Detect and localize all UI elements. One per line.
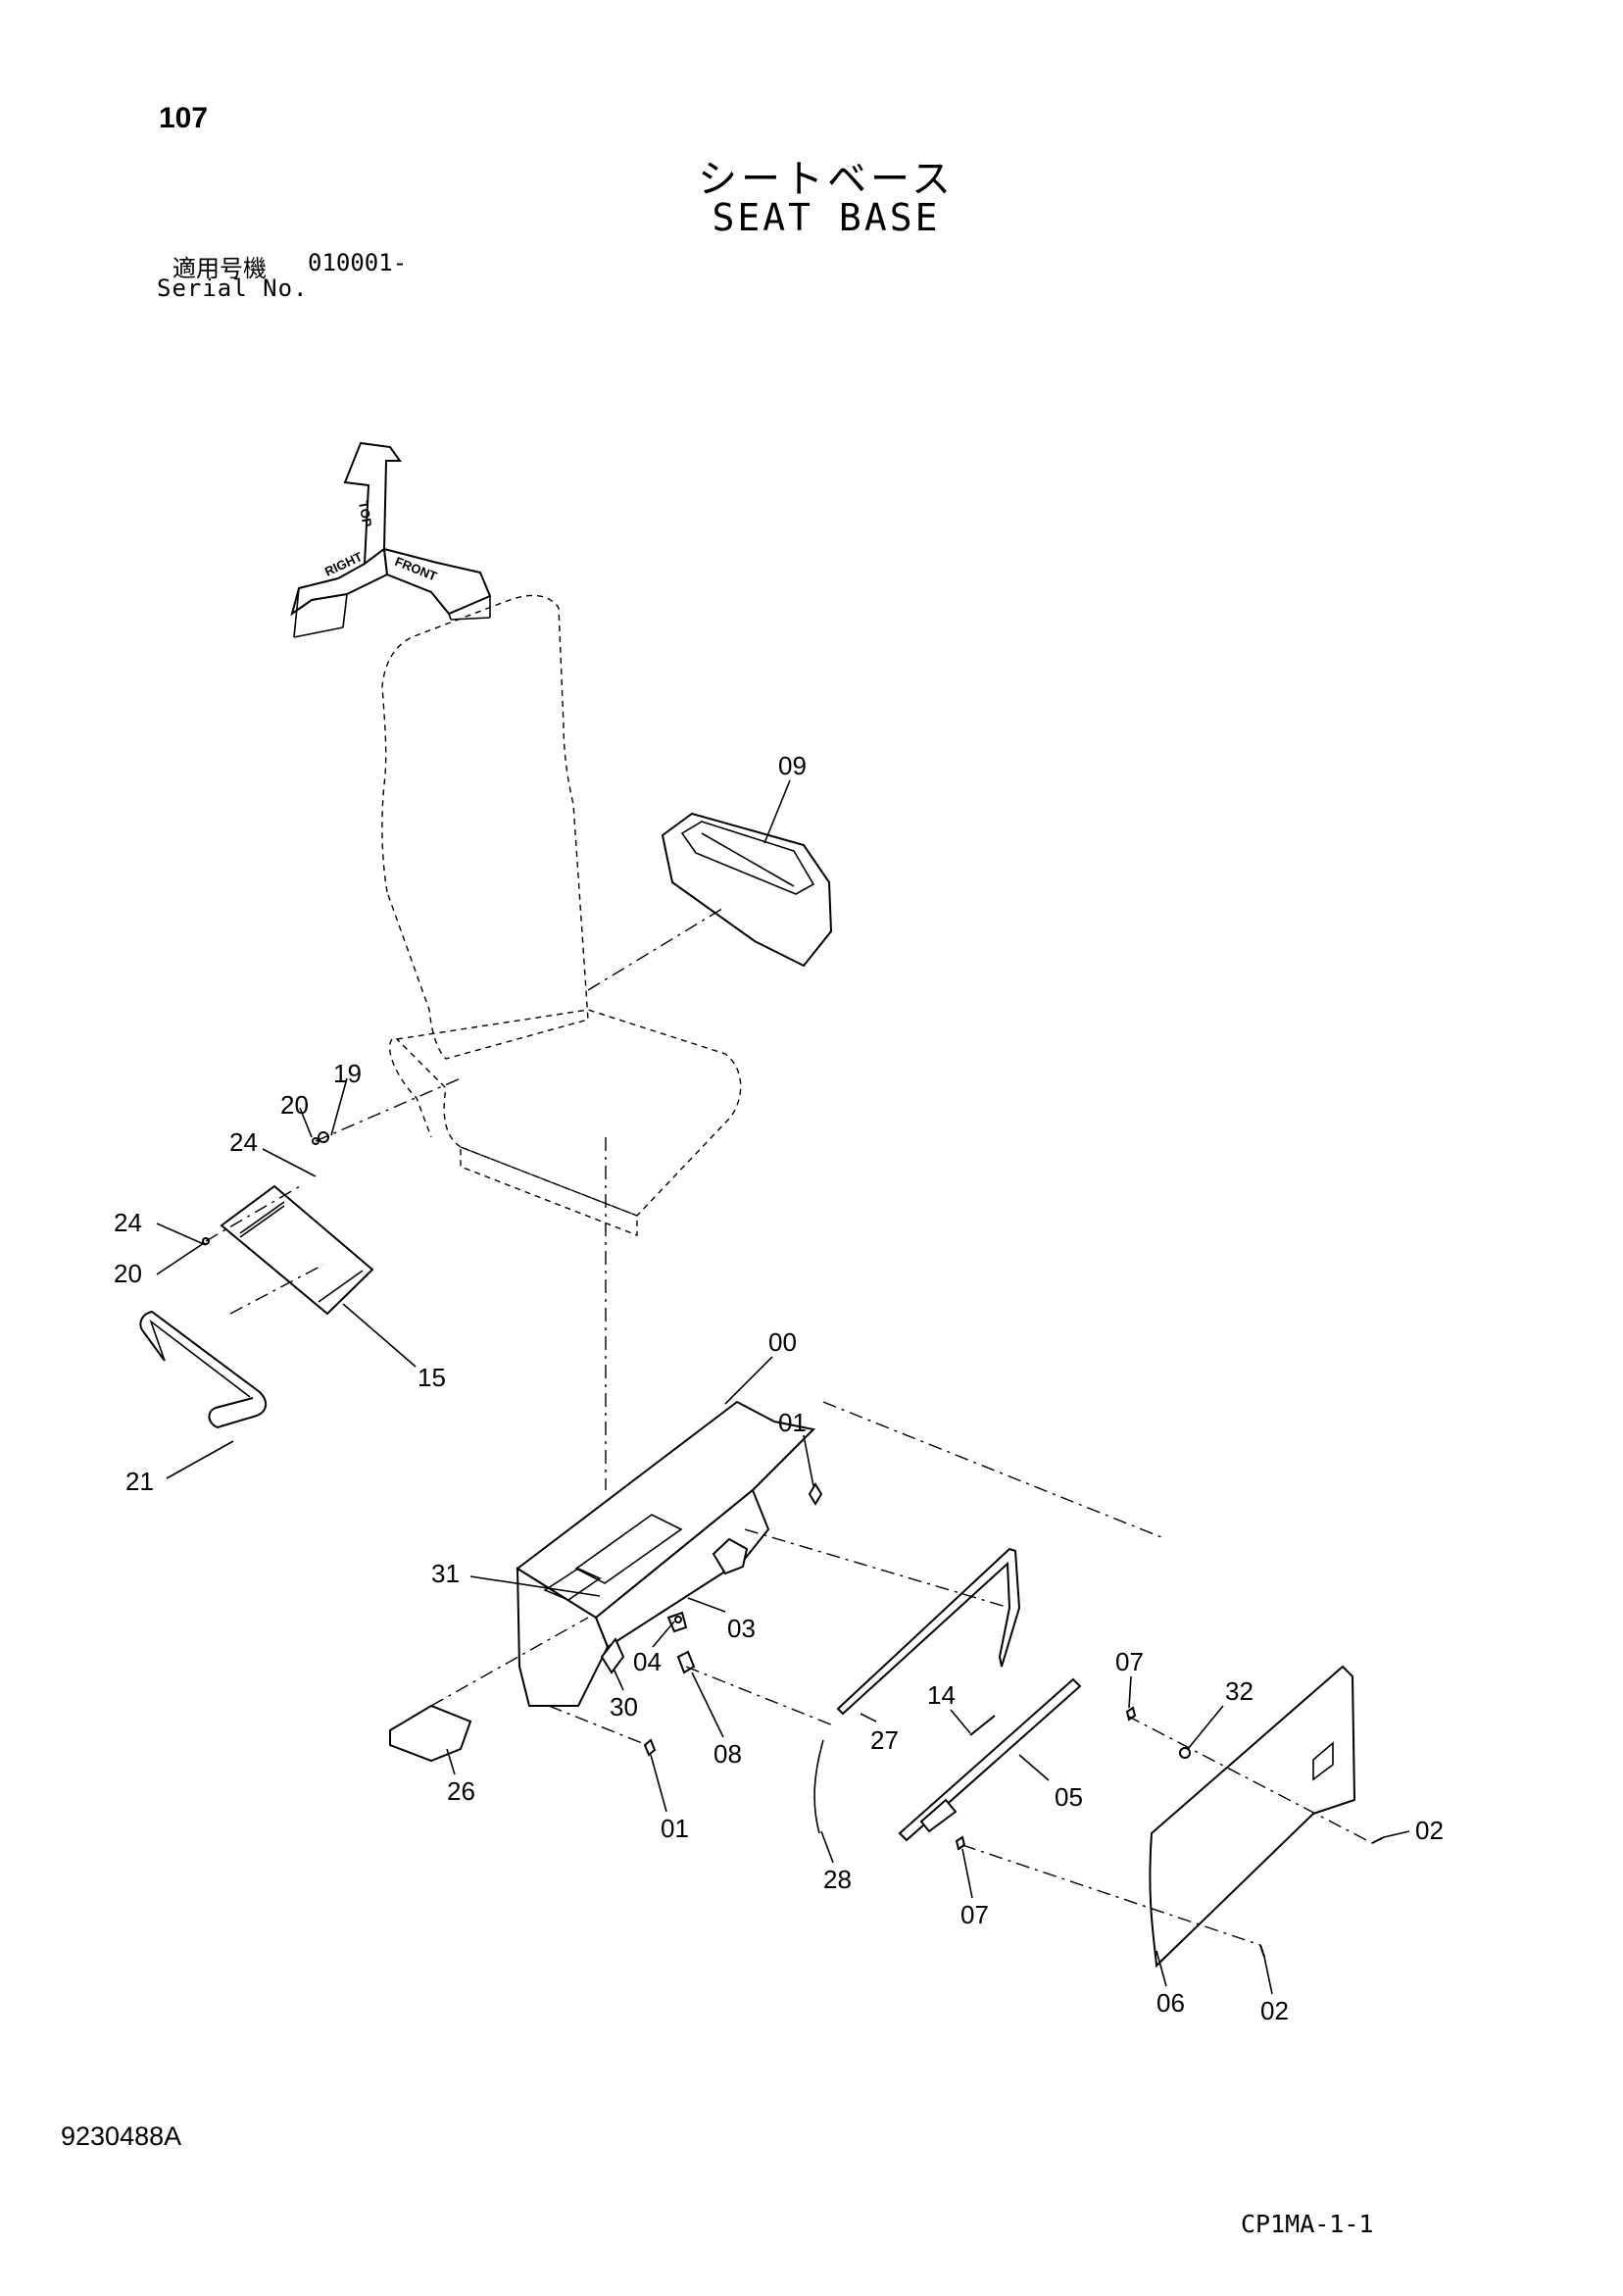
title-japanese: シートベース: [698, 157, 955, 202]
callout-24-lower: 24: [114, 1208, 142, 1237]
callout-00: 00: [768, 1327, 797, 1357]
callout-04: 04: [633, 1647, 662, 1676]
orientation-top-label: TOP: [356, 500, 374, 528]
callout-07-upper: 07: [1115, 1647, 1144, 1676]
weather-strip: [836, 1547, 1021, 1716]
serial-label-english: Serial No.: [157, 275, 309, 302]
callout-26: 26: [447, 1776, 475, 1806]
leader-lines: [156, 779, 1410, 1995]
callout-32: 32: [1225, 1676, 1254, 1706]
callout-06: 06: [1156, 1988, 1185, 2018]
bolt-01-lower: [643, 1738, 657, 1757]
serial-number: 010001-: [308, 249, 408, 276]
u-hook: [139, 1310, 268, 1429]
callout-27: 27: [870, 1725, 899, 1755]
nut-08: [676, 1650, 696, 1674]
washer-04: [674, 1616, 682, 1623]
callout-02-right: 02: [1415, 1816, 1444, 1845]
callout-05: 05: [1055, 1782, 1083, 1812]
callout-08: 08: [713, 1739, 742, 1769]
callout-15: 15: [418, 1363, 446, 1392]
serial-label-japanese: 適用号機: [172, 255, 267, 282]
mounting-plate: [220, 1184, 374, 1316]
bolt-07-lower: [955, 1835, 966, 1851]
bracket-30: [600, 1637, 625, 1674]
callout-labels: 09 19 20 24 24 20 15 21 00 01 31 03 04 3…: [114, 751, 1444, 2025]
grommet-32: [1179, 1747, 1191, 1759]
callout-03: 03: [727, 1614, 756, 1643]
page-number: 107: [159, 102, 209, 134]
screw-02-right: [1371, 1836, 1385, 1844]
bolt-01-upper: [808, 1482, 823, 1506]
callout-02-lower: 02: [1260, 1996, 1289, 2025]
callout-14: 14: [927, 1680, 956, 1710]
seat-phantom-outline: [381, 594, 742, 1237]
callout-31: 31: [431, 1559, 460, 1588]
seat-base-frame: [516, 1400, 816, 1707]
callout-28: 28: [823, 1865, 852, 1894]
callout-19: 19: [333, 1059, 362, 1088]
document-code: 9230488A: [61, 2121, 182, 2151]
callout-01-lower: 01: [661, 1814, 689, 1843]
callout-07-lower: 07: [960, 1900, 989, 1929]
callout-24-upper: 24: [229, 1127, 258, 1157]
callout-30: 30: [610, 1692, 638, 1722]
callout-20-lower: 20: [114, 1259, 142, 1288]
orientation-indicator: TOP FRONT RIGHT: [290, 441, 492, 638]
callout-21: 21: [125, 1467, 154, 1496]
page-code: CP1MA-1-1: [1241, 2210, 1374, 2238]
small-bar: [969, 1715, 996, 1736]
callout-09: 09: [778, 751, 807, 780]
title-english: SEAT BASE: [712, 196, 941, 239]
callout-20-upper: 20: [280, 1090, 309, 1120]
rubber-strip: [813, 1739, 824, 1834]
cover-panel: [1149, 1665, 1356, 1969]
console-box: [661, 812, 833, 968]
block-part: [389, 1704, 472, 1763]
assembly-lines: [205, 1077, 1373, 1946]
callout-01-upper: 01: [778, 1408, 807, 1437]
screw-02-lower: [1259, 1944, 1265, 1958]
